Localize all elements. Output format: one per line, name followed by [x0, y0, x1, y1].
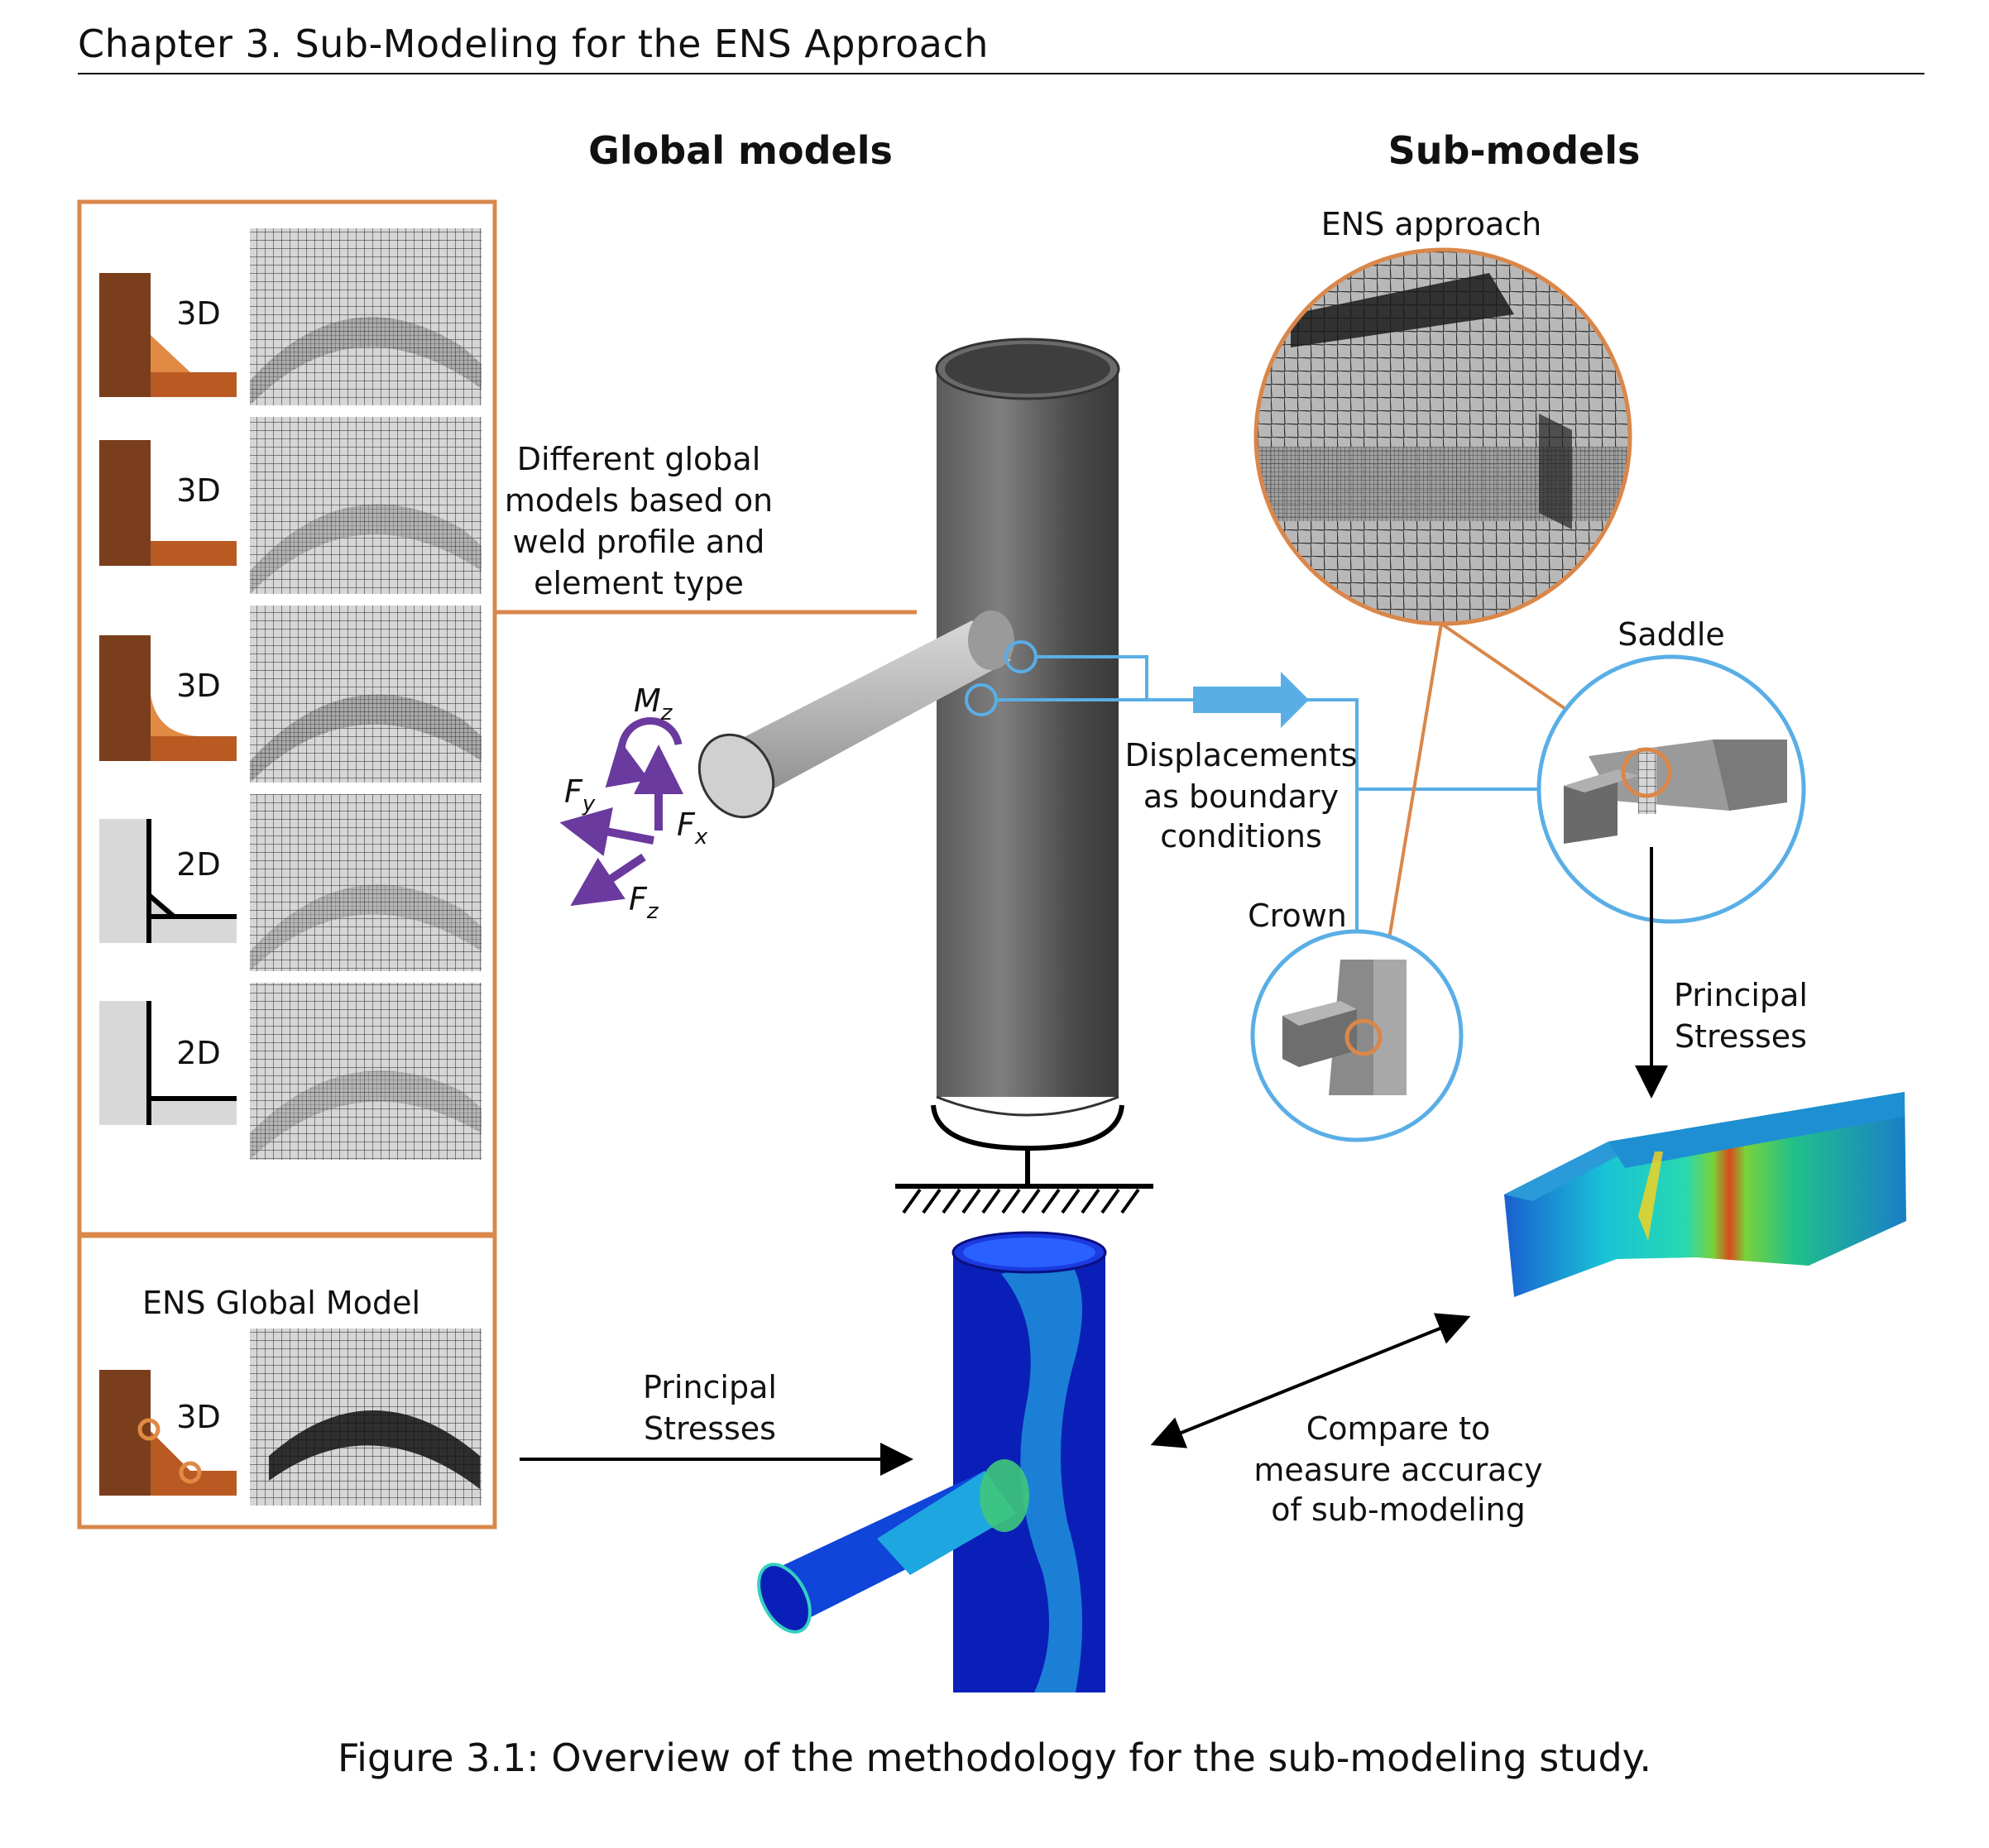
compare-accuracy: Compare to measure accuracy of sub-model…: [1150, 1313, 1543, 1528]
figure-caption: Figure 3.1: Overview of the methodology …: [338, 1735, 1651, 1780]
annotation-line-4: element type: [534, 565, 744, 601]
ens-approach-label: ENS approach: [1321, 206, 1541, 242]
annotation-global-models: Different global models based on weld pr…: [496, 441, 917, 615]
heading-global-models: Global models: [588, 128, 893, 173]
force-fy-label: Fy: [564, 773, 596, 816]
principal-stresses-right: Principal Stresses: [1635, 847, 1808, 1099]
row-4-dim-label: 2D: [176, 846, 220, 883]
annotation-line-3: weld profile and: [513, 524, 765, 560]
displacements-line-3: conditions: [1160, 818, 1322, 855]
ens-global-model: ENS Global Model 3D: [99, 1285, 482, 1506]
heading-sub-models: Sub-models: [1388, 128, 1641, 173]
displacement-fat-arrow: [1193, 672, 1309, 728]
compare-line-3: of sub-modeling: [1271, 1491, 1526, 1528]
compare-line-1: Compare to: [1306, 1410, 1491, 1447]
row-1-mesh-image: [250, 228, 482, 405]
moment-mz-label: Mz: [634, 682, 673, 725]
row-4-mesh-image: [250, 794, 482, 971]
force-fz-label: Fz: [629, 881, 659, 924]
crown-label: Crown: [1248, 898, 1347, 934]
submodel-stress-result: [1504, 1092, 1906, 1297]
principal-stresses-left: Principal Stresses: [520, 1369, 913, 1476]
weld-profile-row-1: 3D: [99, 228, 482, 405]
force-fx-label: Fx: [677, 807, 708, 850]
global-stress-result: [757, 1231, 1107, 1692]
displacement-connectors: [998, 655, 1539, 933]
annotation-line-2: models based on: [505, 482, 773, 519]
running-head: Chapter 3. Sub-Modeling for the ENS Appr…: [78, 22, 989, 66]
row-5-mesh-image: [250, 983, 482, 1160]
displacements-label: Displacements as boundary conditions: [1124, 737, 1357, 855]
ens-global-model-title: ENS Global Model: [142, 1285, 420, 1321]
ens-approach-submodel: ENS approach: [1253, 206, 1643, 1035]
principal-right-line-1: Principal: [1674, 977, 1808, 1013]
displacements-line-2: as boundary: [1143, 778, 1339, 815]
principal-left-line-2: Stresses: [644, 1410, 776, 1447]
saddle-submodel: Saddle: [1536, 616, 1806, 924]
crown-submodel: Crown: [1248, 898, 1464, 1142]
ground-hatch: [902, 1188, 1140, 1214]
tubular-joint-model: [697, 338, 1153, 1214]
principal-right-line-2: Stresses: [1675, 1018, 1807, 1055]
row-3-dim-label: 3D: [176, 668, 220, 704]
compare-line-2: measure accuracy: [1253, 1452, 1542, 1488]
support-bracket: [931, 1104, 1124, 1151]
ens-global-dim-label: 3D: [176, 1399, 220, 1435]
saddle-label: Saddle: [1618, 616, 1725, 653]
weld-profile-row-2: 3D: [99, 417, 482, 594]
displacements-line-1: Displacements: [1124, 737, 1357, 773]
weld-profile-row-5: 2D: [99, 983, 482, 1160]
row-1-dim-label: 3D: [176, 295, 220, 332]
annotation-line-1: Different global: [517, 441, 761, 477]
weld-profile-row-4: 2D: [99, 794, 482, 971]
crown-hotspot-marker: [965, 683, 998, 716]
row-2-dim-label: 3D: [176, 472, 220, 509]
header-rule: [78, 73, 1924, 74]
row-3-mesh-image: [250, 606, 482, 783]
row-5-dim-label: 2D: [176, 1035, 220, 1071]
load-arrows: Mz Fy Fx Fz: [559, 682, 708, 924]
weld-profile-row-3: 3D: [99, 606, 482, 783]
principal-left-line-1: Principal: [643, 1369, 777, 1405]
global-models-panel: 3D 3D 3D: [77, 199, 497, 1530]
